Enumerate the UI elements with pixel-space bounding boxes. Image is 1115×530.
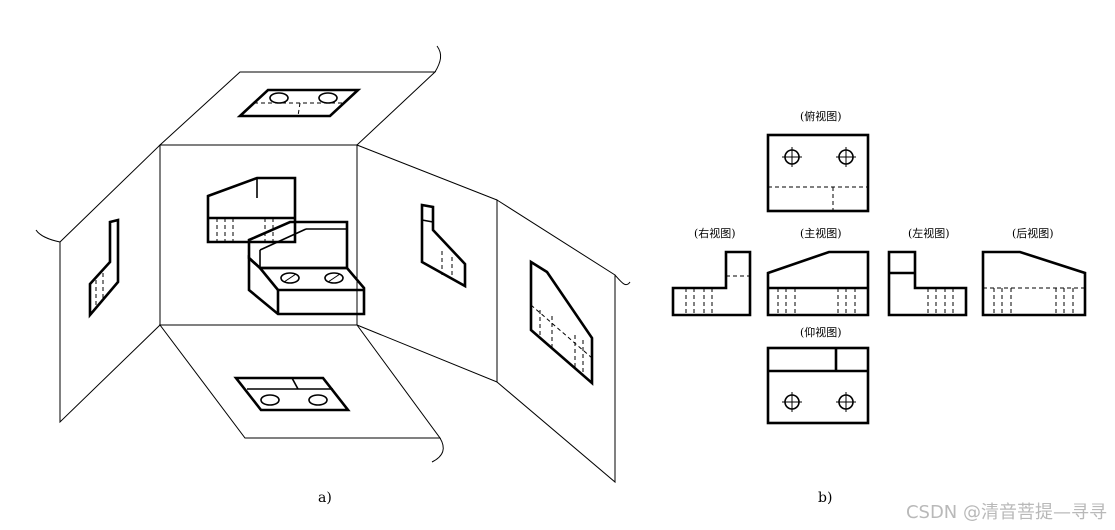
fold-arrow-bottom — [431, 437, 444, 463]
top-plane-view — [236, 88, 362, 118]
back-view-label: (后视图) — [1012, 226, 1054, 240]
fold-arrow-right — [614, 274, 631, 286]
panel-b-label: b) — [818, 490, 832, 506]
rear-plane — [496, 199, 616, 484]
front-view: (主视图) — [766, 226, 870, 317]
watermark: CSDN @清音菩提—寻寻 — [905, 502, 1107, 523]
panel-a-label: a) — [318, 490, 332, 506]
rear-plane-view — [529, 259, 594, 386]
projection-box — [35, 45, 631, 484]
top-view: (俯视图) — [766, 109, 870, 213]
object-3d — [206, 176, 366, 316]
fold-arrow-top — [434, 45, 442, 73]
top-plane — [158, 71, 437, 146]
fold-arrow-left — [35, 229, 61, 243]
front-view-label: (主视图) — [800, 226, 842, 240]
top-view-label: (俯视图) — [800, 109, 842, 123]
left-plane — [59, 143, 161, 424]
right-view-label: (右视图) — [694, 226, 736, 240]
bottom-view-label: (仰视图) — [800, 325, 842, 339]
right-plane-view — [420, 203, 467, 289]
left-view-label: (左视图) — [908, 226, 950, 240]
bottom-view: (仰视图) — [766, 325, 870, 425]
left-view: (左视图) — [887, 226, 968, 317]
left-plane-view — [88, 218, 120, 319]
right-view: (右视图) — [671, 226, 752, 317]
bottom-plane-view — [233, 376, 351, 412]
back-view: (后视图) — [981, 226, 1087, 317]
